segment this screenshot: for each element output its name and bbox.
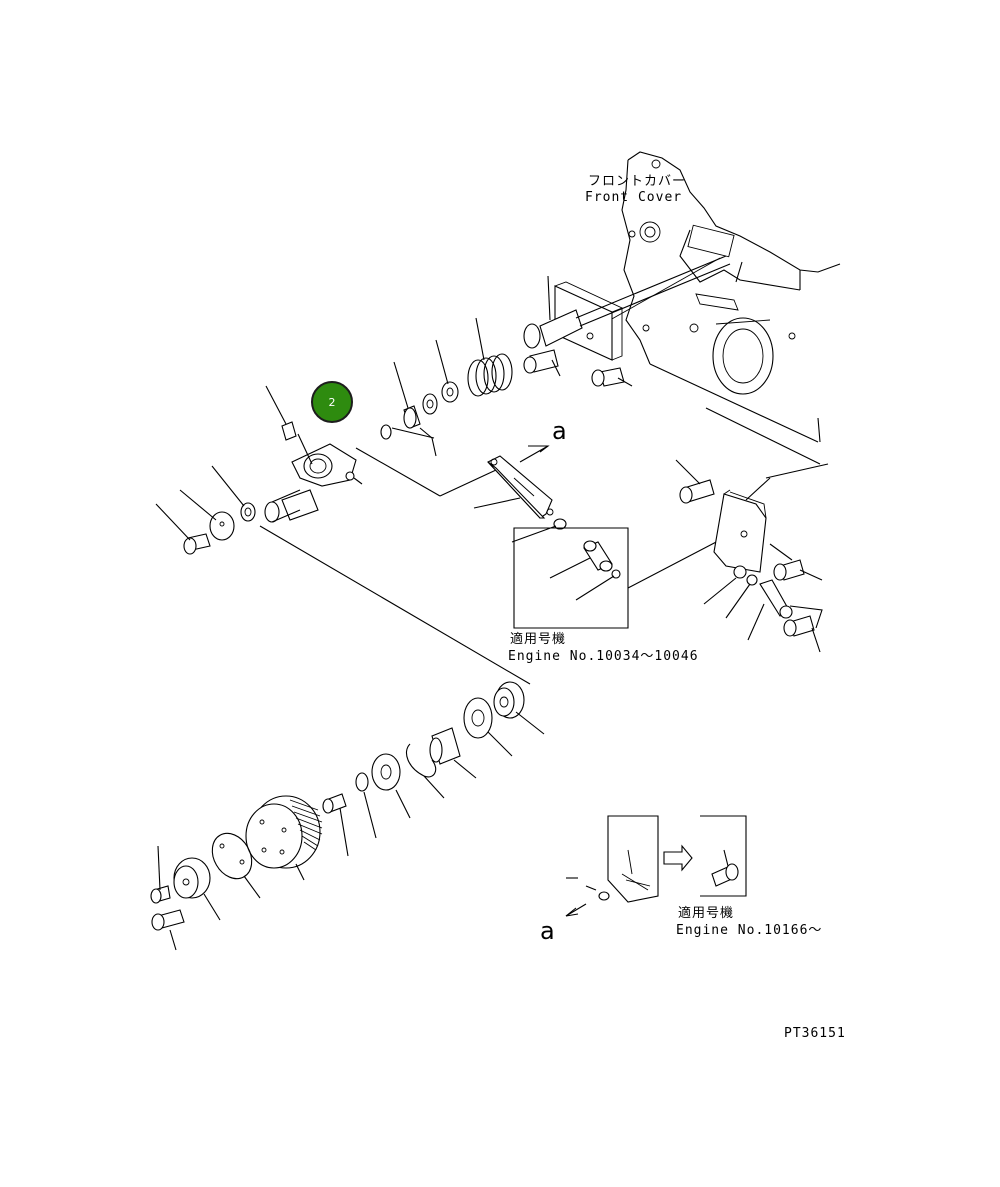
left-washer-bolt bbox=[155, 465, 256, 555]
front-cover-en-label: Front Cover bbox=[585, 190, 683, 205]
bracket-link bbox=[473, 445, 567, 543]
plate-bolts bbox=[523, 349, 633, 387]
right-mounting-bracket bbox=[675, 407, 829, 653]
tensioner-arm bbox=[264, 385, 497, 523]
callout-number: 2 bbox=[328, 395, 336, 409]
applicable-range-2-jp: 適用号機 bbox=[678, 906, 735, 921]
tension-spring bbox=[467, 317, 513, 397]
view-marker-a-lower: a bbox=[540, 917, 555, 945]
tensioner-shaft-plate bbox=[523, 255, 731, 361]
figure-code: PT36151 bbox=[784, 1026, 846, 1041]
optional-parts-box bbox=[513, 527, 721, 629]
callout-marker-2[interactable]: 2 bbox=[311, 381, 353, 423]
detail-inset bbox=[565, 815, 747, 917]
front-cover-jp-label: フロントカバー bbox=[588, 174, 687, 189]
idler-pulley-parts bbox=[150, 681, 545, 951]
applicable-range-1-jp: 適用号機 bbox=[510, 632, 567, 647]
front-cover-outline bbox=[609, 151, 841, 443]
washers-bushings-upper bbox=[380, 339, 459, 457]
applicable-range-2-en: Engine No.10166～ bbox=[676, 923, 823, 938]
applicable-range-1-en: Engine No.10034～10046 bbox=[508, 649, 699, 664]
view-marker-a-upper: a bbox=[552, 417, 567, 445]
assembly-leader bbox=[259, 525, 531, 685]
